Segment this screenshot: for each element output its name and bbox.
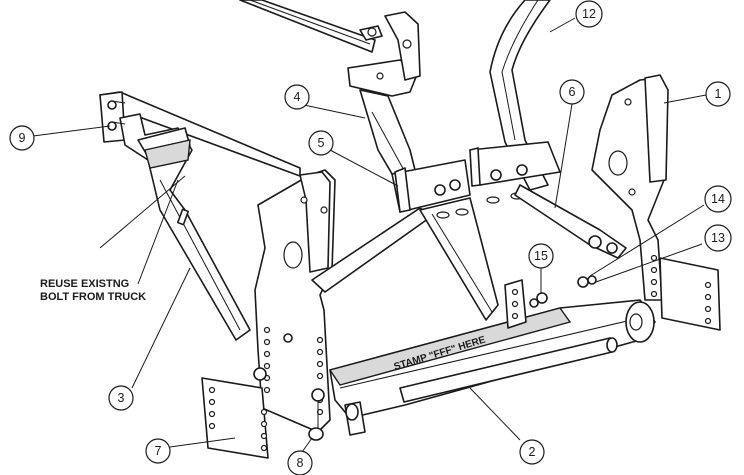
callout-8: 8 [287,450,313,475]
left-mount-frame-part-3 [99,91,301,341]
callout-13: 13 [704,224,732,252]
callout-3: 3 [108,385,134,411]
right-mount-plate [659,257,721,331]
right-side-plate-part-1 [591,74,669,301]
svg-text:12: 12 [582,7,596,21]
svg-text:1: 1 [715,87,722,101]
svg-text:9: 9 [19,131,26,145]
svg-text:14: 14 [711,192,725,206]
side-plate-hole-column [263,326,324,416]
right-plate-hole-column [650,254,658,298]
cross-brace-part-5 [311,159,524,321]
callout-15: 15 [528,243,554,269]
callout-7: 7 [145,438,171,464]
svg-text:8: 8 [297,456,304,470]
callout-2: 2 [519,439,545,465]
callout-9: 9 [9,125,35,151]
hardware-parts-13-14-15 [529,275,597,308]
leader-lines [32,17,707,456]
cross-tube-part-2: STAMP "FFF" HERE [328,279,656,436]
svg-text:5: 5 [318,136,325,150]
callout-5: 5 [308,130,334,156]
svg-text:13: 13 [711,231,725,245]
note-line-2: BOLT FROM TRUCK [40,291,146,303]
svg-text:15: 15 [534,249,548,263]
reuse-bolt-note: REUSE EXISTNG BOLT FROM TRUCK [40,278,146,303]
svg-text:6: 6 [569,85,576,99]
callout-1: 1 [705,81,731,107]
svg-text:3: 3 [118,391,125,405]
pin-part-8 [308,400,324,441]
lift-arm-part-12 [489,0,551,191]
note-line-1: REUSE EXISTNG [40,278,129,290]
callout-14: 14 [704,185,732,213]
callout-4: 4 [284,84,310,110]
left-side-plate [253,169,336,433]
link-arm-part-6 [469,141,627,259]
left-mount-plate-part-7 [201,377,269,459]
svg-text:4: 4 [294,90,301,104]
svg-text:7: 7 [155,444,162,458]
svg-text:2: 2 [529,445,536,459]
callout-12: 12 [575,0,603,28]
callout-6: 6 [559,79,585,105]
push-bar-top [239,0,376,53]
